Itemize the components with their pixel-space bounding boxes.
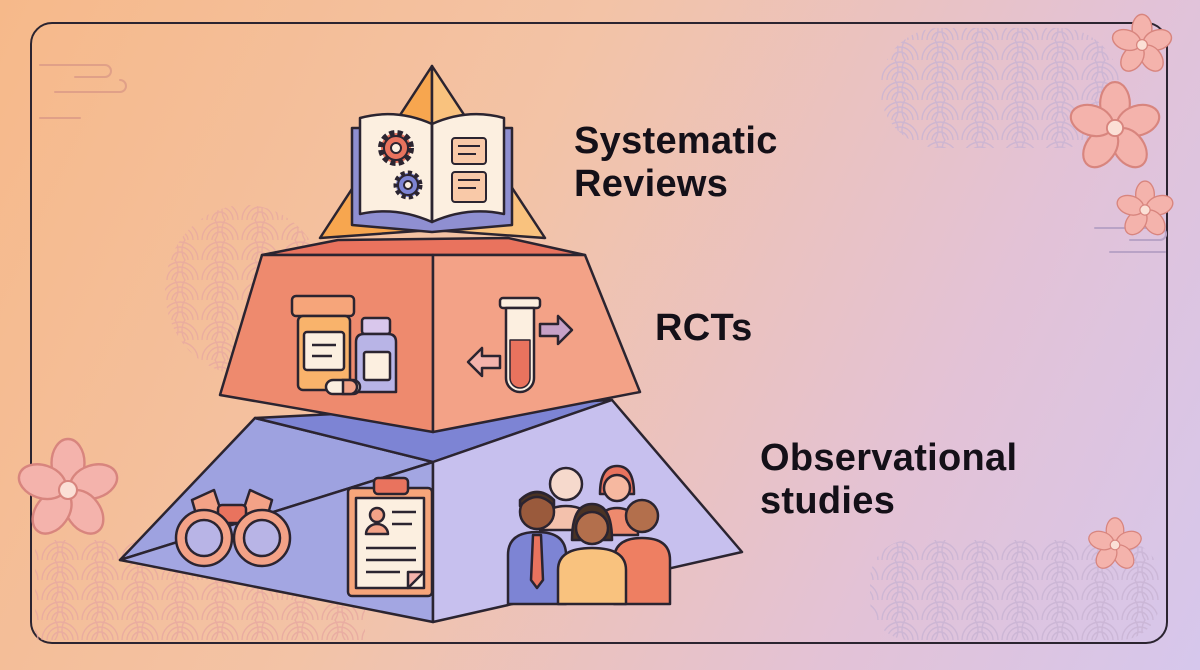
scroll-icon xyxy=(451,137,487,203)
capsule-icon xyxy=(324,378,362,396)
cherry-blossom-icon xyxy=(13,437,123,543)
open-book-icon xyxy=(350,112,514,234)
content-frame xyxy=(30,22,1168,644)
cloud-lines-left xyxy=(39,64,127,119)
gear-icon xyxy=(378,130,414,166)
gear-icon xyxy=(393,170,423,200)
pill-bottle-icon xyxy=(290,294,356,392)
level-label-bottom: Observational studies xyxy=(760,437,1017,523)
cherry-blossom-icon xyxy=(1113,180,1177,240)
level-label-top: Systematic Reviews xyxy=(574,120,778,206)
level-label-middle: RCTs xyxy=(655,307,753,350)
people-group-icon xyxy=(506,464,672,606)
wave-pattern-top-right xyxy=(880,28,1120,148)
binoculars-icon xyxy=(174,488,292,568)
arrow-left-icon xyxy=(466,346,502,378)
level-label-middle-line-1: RCTs xyxy=(655,307,753,349)
arrow-right-icon xyxy=(538,314,574,346)
pill-bottle-icon xyxy=(354,316,398,394)
level-label-top-line-2: Reviews xyxy=(574,163,729,205)
clipboard-icon xyxy=(346,476,434,598)
cherry-blossom-icon xyxy=(1109,13,1175,77)
level-label-bottom-line-2: studies xyxy=(760,480,896,522)
wave-pattern-bottom-right xyxy=(870,540,1160,640)
pyramid-tier-middle xyxy=(218,236,642,434)
test-tube-icon xyxy=(498,296,542,394)
level-label-top-line-1: Systematic xyxy=(574,120,778,162)
level-label-bottom-line-1: Observational xyxy=(760,437,1018,479)
